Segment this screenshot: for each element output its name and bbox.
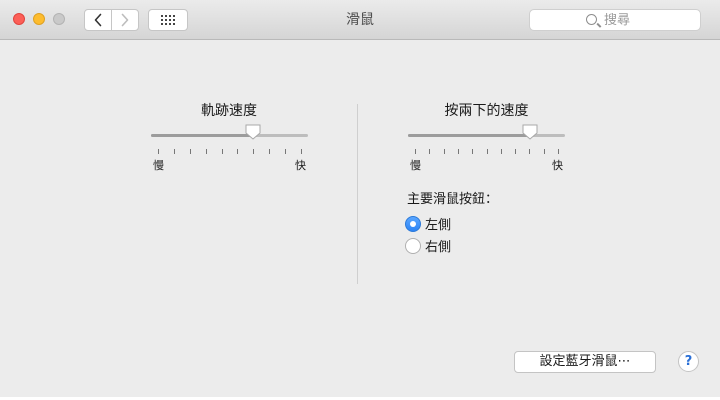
forward-button[interactable]	[111, 9, 139, 31]
slider-tick	[285, 149, 286, 154]
tracking-speed-title: 軌跡速度	[201, 103, 257, 119]
slider-tick	[458, 149, 459, 154]
primary-button-left-option[interactable]: 左側	[405, 214, 451, 233]
radio-left-label: 左側	[425, 218, 452, 233]
section-divider	[357, 104, 358, 284]
tracking-speed-ticks	[158, 149, 302, 155]
search-input[interactable]	[604, 12, 644, 28]
slider-tick	[529, 149, 530, 154]
primary-button-label: 主要滑鼠按鈕：	[407, 192, 499, 207]
slider-tick	[472, 149, 473, 154]
double-click-speed-min-label: 慢	[410, 159, 421, 172]
help-button[interactable]: ?	[678, 351, 699, 372]
double-click-speed-ticks	[415, 149, 559, 155]
grid-icon	[161, 15, 175, 25]
chevron-left-icon	[94, 13, 102, 27]
background-strip	[0, 397, 720, 400]
title-bar: 滑鼠	[0, 0, 720, 40]
slider-tick	[174, 149, 175, 154]
double-click-speed-slider[interactable]	[408, 124, 565, 154]
slider-tick	[544, 149, 545, 154]
tracking-speed-slider[interactable]	[151, 124, 308, 154]
slider-tick	[515, 149, 516, 154]
slider-tick	[190, 149, 191, 154]
chevron-right-icon	[121, 13, 129, 27]
close-window-button[interactable]	[13, 13, 25, 25]
setup-bluetooth-mouse-button[interactable]: 設定藍牙滑鼠⋯	[514, 351, 656, 373]
slider-tick	[301, 149, 302, 154]
slider-tick	[444, 149, 445, 154]
slider-tick	[158, 149, 159, 154]
slider-tick	[487, 149, 488, 154]
slider-tick	[237, 149, 238, 154]
back-button[interactable]	[84, 9, 112, 31]
double-click-speed-title: 按兩下的速度	[444, 103, 529, 119]
primary-button-right-option[interactable]: 右側	[405, 236, 451, 255]
slider-tick	[206, 149, 207, 154]
zoom-window-button[interactable]	[53, 13, 65, 25]
slider-tick	[415, 149, 416, 154]
tracking-speed-min-label: 慢	[153, 159, 164, 172]
double-click-speed-max-label: 快	[552, 159, 563, 172]
slider-tick	[429, 149, 430, 154]
slider-tick	[222, 149, 223, 154]
show-all-preferences-button[interactable]	[148, 9, 188, 31]
search-icon	[586, 13, 597, 25]
slider-tick	[253, 149, 254, 154]
radio-left[interactable]	[405, 215, 421, 232]
radio-right[interactable]	[405, 237, 421, 254]
minimize-window-button[interactable]	[33, 13, 45, 25]
search-field[interactable]	[529, 9, 701, 31]
tracking-speed-max-label: 快	[295, 159, 306, 172]
slider-tick	[501, 149, 502, 154]
slider-tick	[558, 149, 559, 154]
slider-tick	[269, 149, 270, 154]
radio-right-label: 右側	[425, 240, 452, 255]
